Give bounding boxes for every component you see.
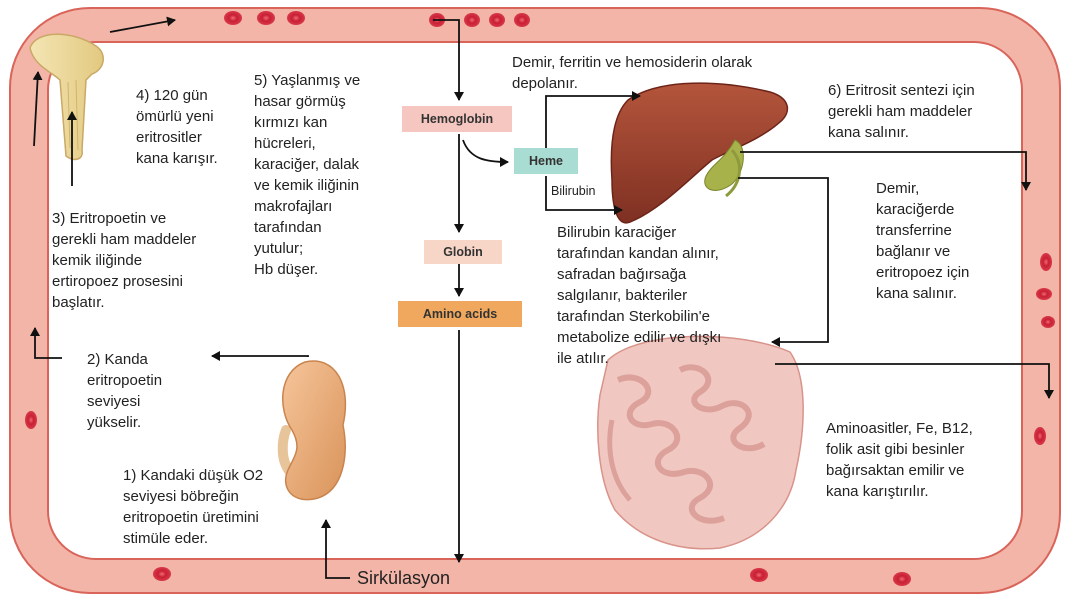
step-6-text: 6) Eritrosit sentezi için gerekli ham ma… xyxy=(828,80,975,143)
iron-storage-note: Demir, ferritin ve hemosiderin olarak de… xyxy=(512,52,752,94)
rbc-icon xyxy=(464,13,480,27)
iron-transport-note: Demir, karaciğerde transferrine bağlanır… xyxy=(876,178,969,304)
bilirubin-path-note: Bilirubin karaciğer tarafından kandan al… xyxy=(557,222,721,369)
heme-box: Heme xyxy=(514,148,578,174)
bilirubin-label: Bilirubin xyxy=(551,184,595,198)
step-5-text: 5) Yaşlanmış ve hasar görmüş kırmızı kan… xyxy=(254,70,360,280)
rbc-icon xyxy=(489,13,505,27)
arrow-kidney-to-s2 xyxy=(212,356,308,357)
step-3-text: 3) Eritropoetin ve gerekli ham maddeler … xyxy=(52,208,196,313)
kidney-icon xyxy=(283,361,346,500)
hemoglobin-box: Hemoglobin xyxy=(402,106,512,132)
rbc-icon xyxy=(224,11,242,25)
rbc-icon xyxy=(1041,316,1055,328)
rbc-icon xyxy=(1036,288,1052,300)
rbc-icon xyxy=(514,13,530,27)
rbc-icon xyxy=(893,572,911,586)
step-1-text: 1) Kandaki düşük O2 seviyesi böbreğin er… xyxy=(123,465,263,549)
rbc-icon xyxy=(1040,253,1052,271)
rbc-icon xyxy=(1034,427,1046,445)
rbc-icon xyxy=(287,11,305,25)
rbc-icon xyxy=(153,567,171,581)
rbc-icon xyxy=(25,411,37,429)
absorption-note: Aminoasitler, Fe, B12, folik asit gibi b… xyxy=(826,418,973,502)
step-2-text: 2) Kanda eritropoetin seviyesi yükselir. xyxy=(87,349,162,433)
step-4-text: 4) 120 gün ömürlü yeni eritrositler kana… xyxy=(136,85,218,169)
globin-box: Globin xyxy=(424,240,502,264)
rbc-icon xyxy=(750,568,768,582)
rbc-icon xyxy=(257,11,275,25)
circulation-label: Sirkülasyon xyxy=(357,568,450,589)
amino-acids-box: Amino acids xyxy=(398,301,522,327)
